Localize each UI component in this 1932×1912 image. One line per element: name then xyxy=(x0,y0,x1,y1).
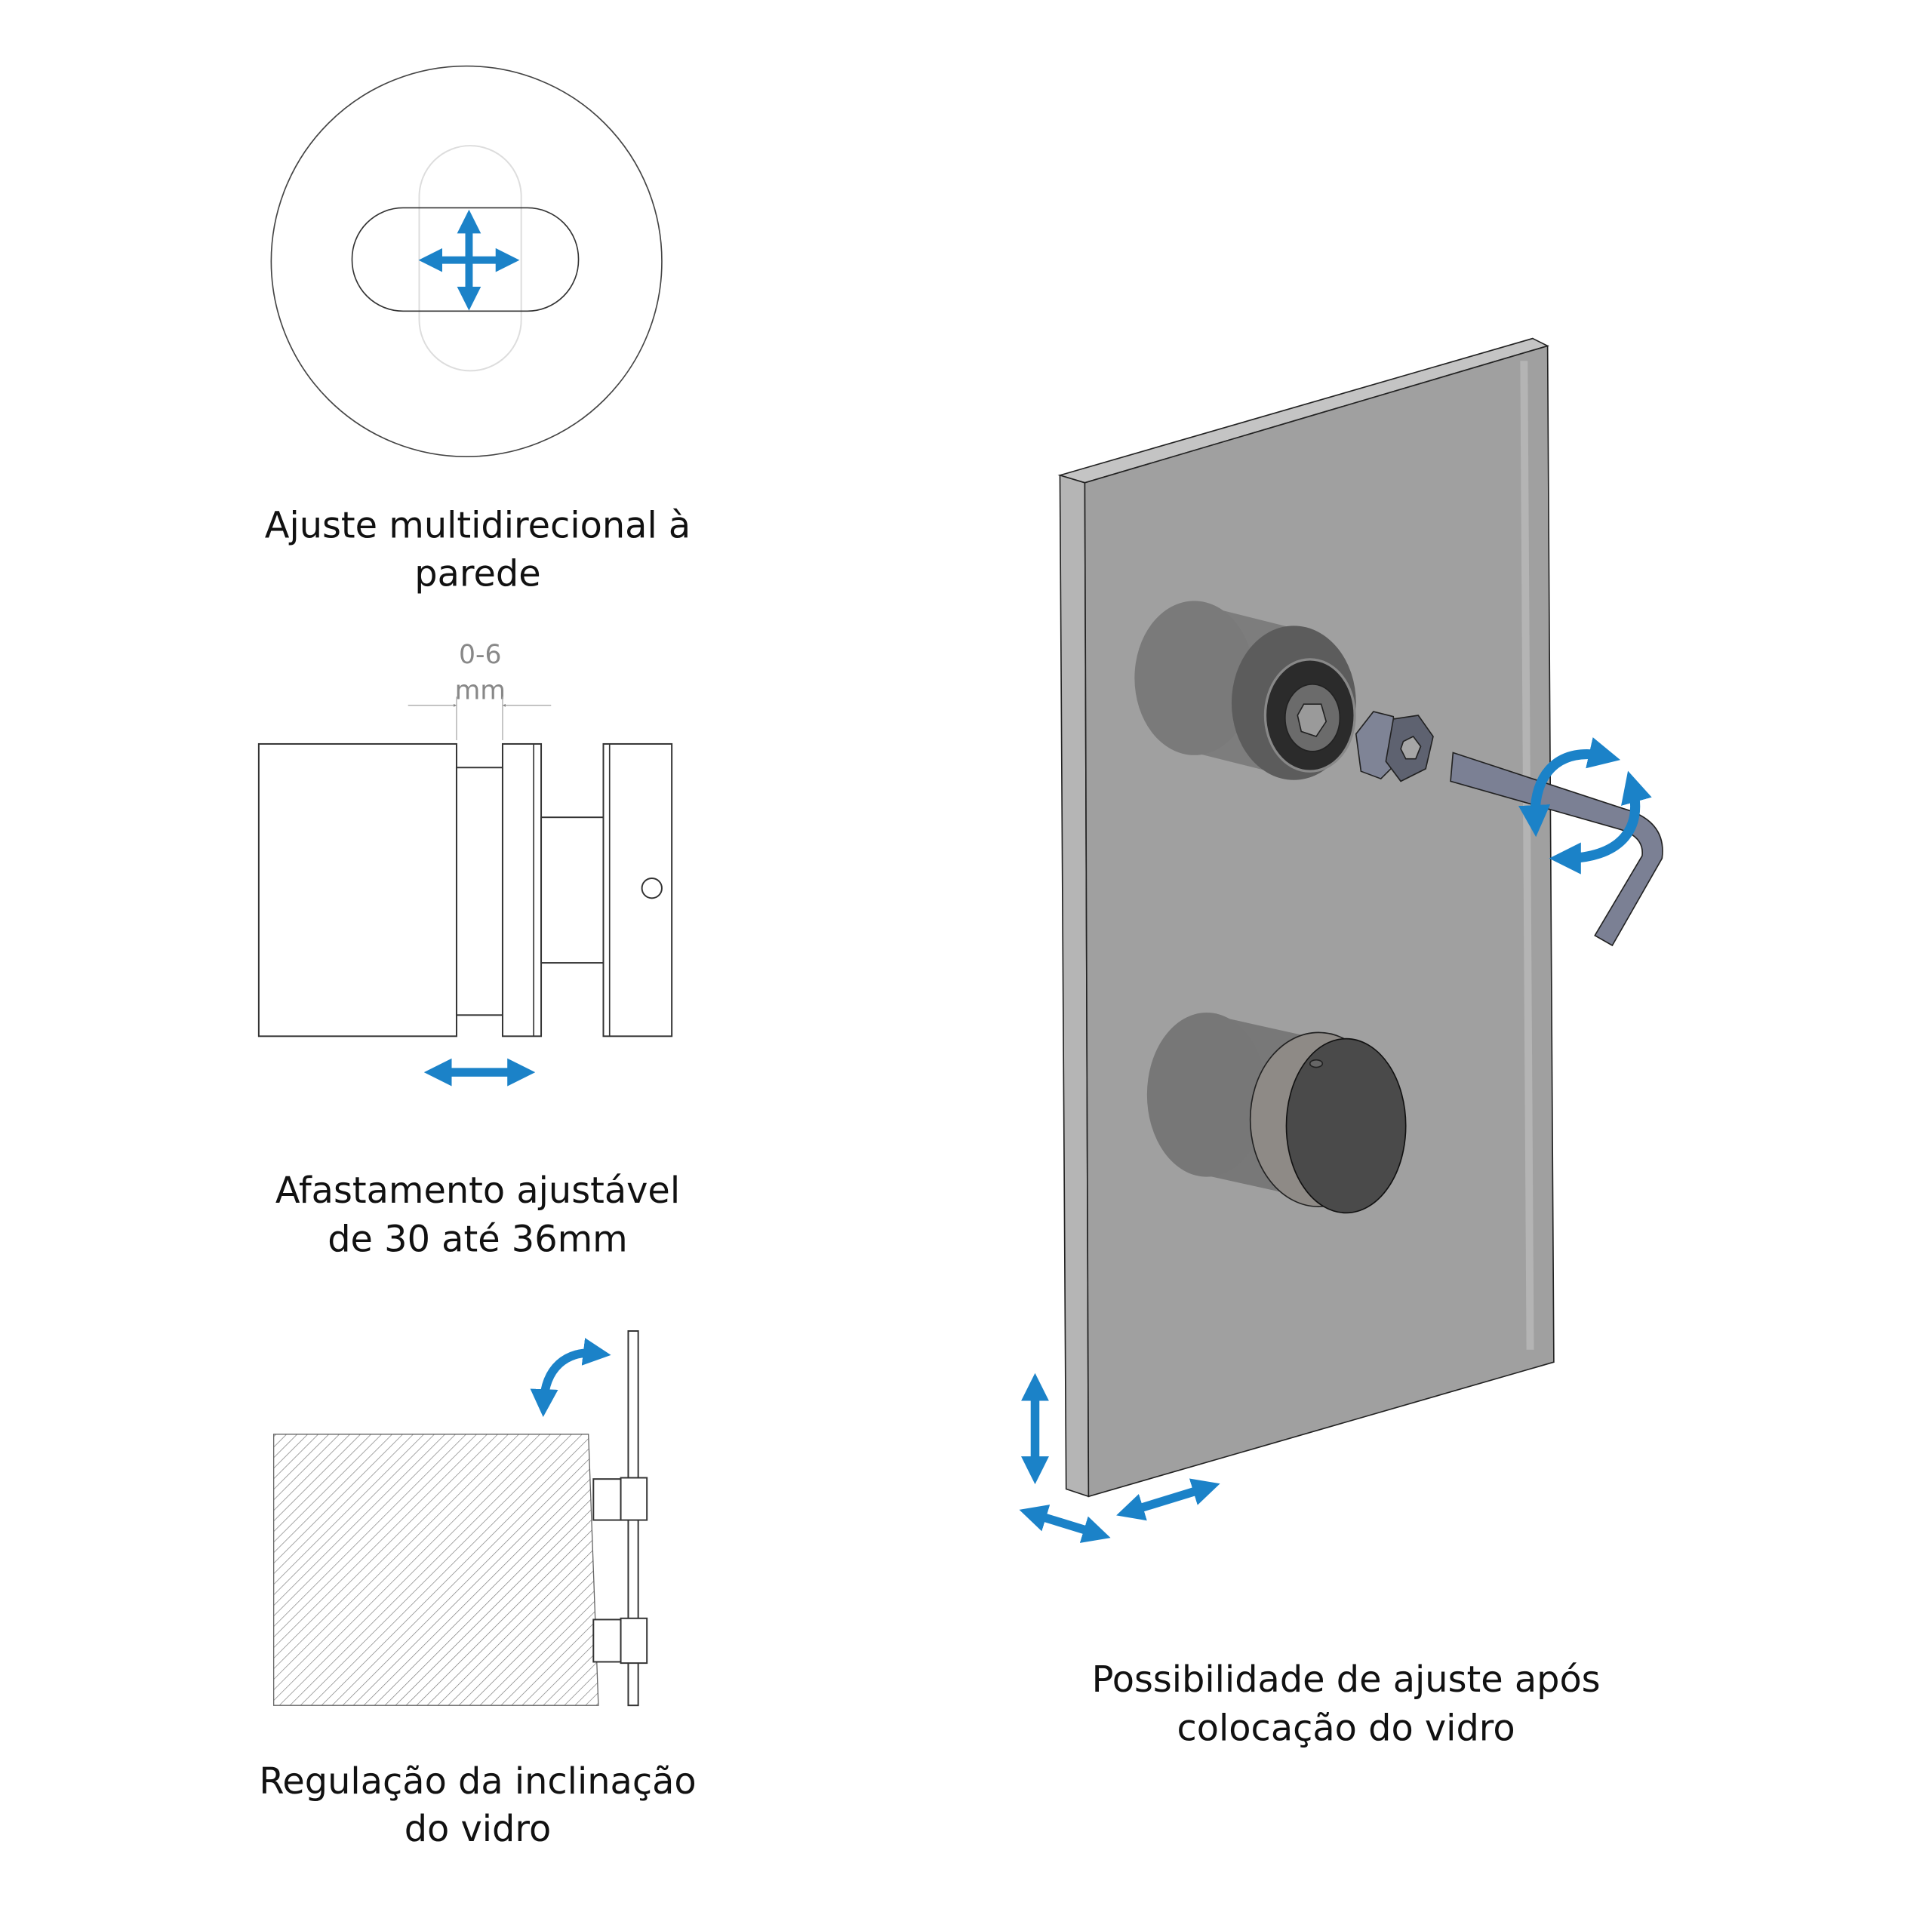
dimension-value: 0-6 xyxy=(459,640,502,670)
tilt-side-view xyxy=(272,1330,648,1707)
glass-adjust-arrows-icon xyxy=(1019,1373,1220,1543)
curved-tilt-arrow-icon xyxy=(530,1338,611,1418)
standoff-open-with-nut xyxy=(1134,601,1356,780)
caption-tilt-1: Regulação da inclinação xyxy=(259,1761,696,1803)
dimension-unit: mm xyxy=(455,676,506,706)
caption-distance-2: de 30 até 36mm xyxy=(328,1219,628,1261)
rotation-arrows-icon xyxy=(1518,737,1652,875)
standoff-closed-with-cap xyxy=(1146,1013,1407,1214)
caption-after-install-2: colocação do vidro xyxy=(1177,1708,1515,1749)
caption-multidirectional-1: Ajuste multidirecional à xyxy=(265,505,691,546)
four-way-arrow-icon xyxy=(418,209,520,311)
caption-tilt-2: do vidro xyxy=(405,1809,552,1850)
glass-panel xyxy=(1057,337,1555,1498)
caption-after-install-1: Possibilidade de ajuste após xyxy=(1092,1659,1601,1701)
caption-distance-1: Afastamento ajustável xyxy=(275,1170,680,1212)
dimension-line xyxy=(408,696,552,740)
wall-plate-top-view xyxy=(270,65,663,457)
standoff-side-view xyxy=(257,742,673,1037)
hex-nut-icon xyxy=(1355,711,1434,782)
caption-multidirectional-2: parede xyxy=(414,554,540,595)
